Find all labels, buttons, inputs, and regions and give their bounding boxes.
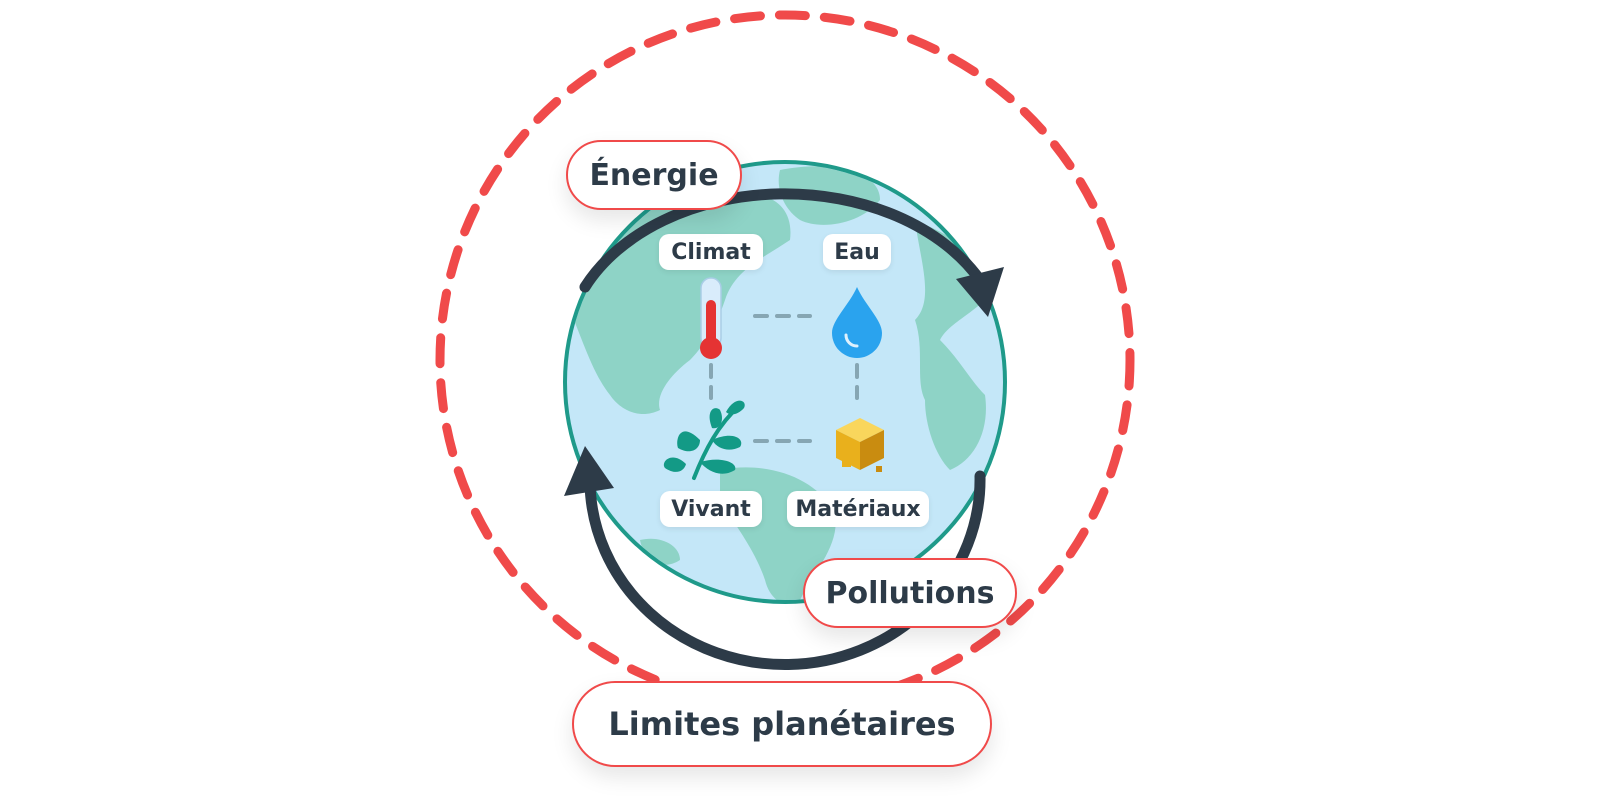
resource-label-living: Vivant xyxy=(660,491,762,527)
upper-cycle-arc xyxy=(579,188,986,293)
cycle-arrows xyxy=(564,188,1004,671)
pollution-label: Pollutions xyxy=(803,558,1017,628)
upper-arrowhead xyxy=(956,267,1004,317)
material-cube-icon xyxy=(836,418,884,472)
lower-arrowhead xyxy=(564,446,614,496)
planetary-boundaries-label: Limites planétaires xyxy=(572,681,992,767)
energy-label: Énergie xyxy=(566,140,742,210)
plant-branch-icon xyxy=(663,400,745,480)
resource-label-water: Eau xyxy=(823,234,891,270)
earth-globe xyxy=(563,160,1007,604)
water-drop-icon xyxy=(832,287,882,358)
resource-connectors xyxy=(709,314,859,443)
thermometer-icon xyxy=(700,277,722,359)
resource-label-materials: Matériaux xyxy=(787,491,929,527)
resource-label-climate: Climat xyxy=(659,234,763,270)
